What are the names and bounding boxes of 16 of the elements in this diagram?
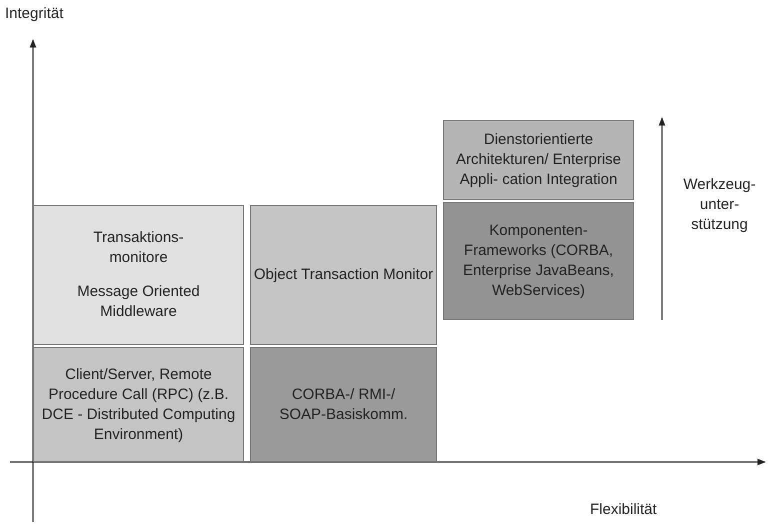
block (33, 205, 244, 345)
axis-label: Integrität (5, 4, 64, 24)
block-text: Transaktions- monitore (92, 228, 185, 268)
block (443, 120, 634, 200)
block (250, 347, 437, 462)
arrow-label: Werkzeug- unter- stützung (682, 175, 757, 235)
block (443, 202, 634, 320)
block-text: Object Transaction Monitor (254, 265, 434, 285)
axis-label: Flexibilität (590, 500, 657, 520)
block-text: Message Oriented Middleware (76, 282, 201, 322)
block-text: Client/Server, Remote Procedure Call (RPC) (z.B. DCE - Distributed Computing Environment) (40, 364, 236, 444)
block-text: Komponenten- Frameworks (CORBA, Enterprise JavaBeans, WebServices) (462, 221, 615, 301)
block (250, 205, 437, 345)
block (33, 347, 244, 462)
block-text: CORBA-/ RMI-/ SOAP-Basiskomm. (278, 384, 408, 424)
block-text: Dienstorientierte Architekturen/ Enterprise Appli- cation Integration (454, 130, 622, 190)
